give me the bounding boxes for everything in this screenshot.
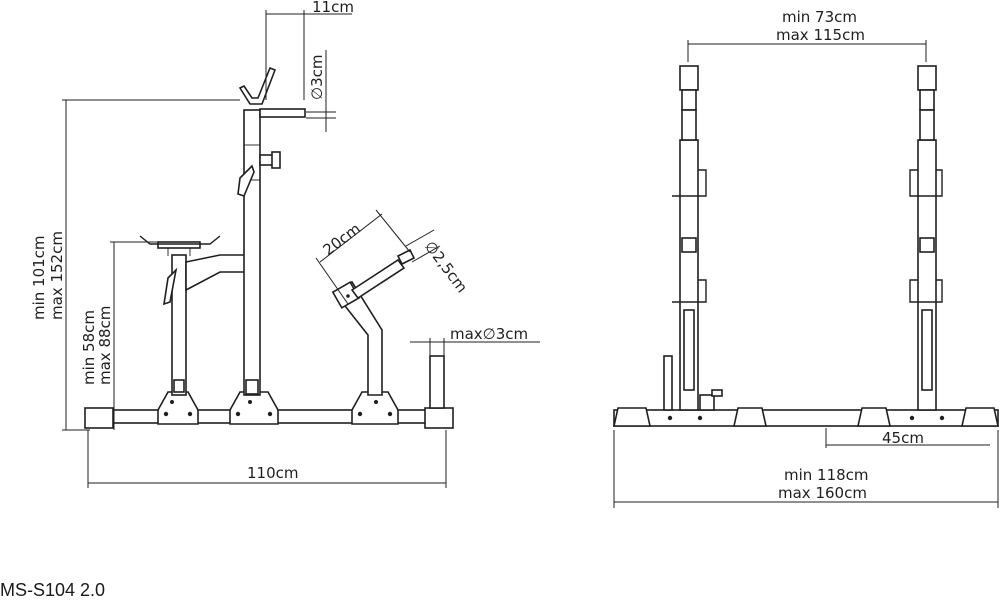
dim-peg-diameter: ∅3cm xyxy=(306,50,336,132)
dim-total-height: min 101cm max 152cm xyxy=(30,99,240,431)
dim-peg-diameter-label: ∅3cm xyxy=(308,55,326,100)
side-bracket-plate-holder xyxy=(351,391,399,425)
side-view: 11cm ∅3cm min 101cm max 152cm min 58cm m… xyxy=(30,0,540,488)
dim-front-width: min 73cm max 115cm xyxy=(687,8,927,62)
front-view: min 73cm max 115cm 45cm min 118cm max 16… xyxy=(613,8,999,508)
front-upright-left xyxy=(663,65,707,411)
dim-base-width-max-label: max 160cm xyxy=(778,484,867,502)
dim-rest-height-min-label: min 58cm xyxy=(80,310,98,385)
dim-width-min-label: min 73cm xyxy=(782,8,857,26)
dim-hook-depth-label: 11cm xyxy=(312,0,354,16)
dim-total-height-min-label: min 101cm xyxy=(30,235,48,320)
dim-rest-height: min 58cm max 88cm xyxy=(80,241,170,430)
side-rest-column xyxy=(139,235,246,396)
dim-total-height-max-label: max 152cm xyxy=(48,231,66,320)
dim-base-width-min-label: min 118cm xyxy=(784,466,869,484)
side-post xyxy=(429,355,445,409)
side-bracket-upright xyxy=(229,391,279,425)
dim-base-length: 110cm xyxy=(87,430,447,488)
dim-rest-height-max-label: max 88cm xyxy=(96,306,114,385)
side-upright xyxy=(237,66,306,396)
model-name: MS-S104 2.0 xyxy=(0,580,106,600)
dim-base-length-label: 110cm xyxy=(247,464,299,482)
dim-plate-holder-length-label: 20cm xyxy=(320,220,364,260)
dim-plate-holder-diameter: ∅2,5cm xyxy=(405,229,471,297)
dim-hook-depth: 11cm xyxy=(265,0,354,100)
front-upright-right xyxy=(909,65,943,411)
dim-foot-width-label: 45cm xyxy=(882,429,924,447)
dim-post-diameter: max∅3cm xyxy=(410,325,540,356)
dim-plate-holder-diameter-label: ∅2,5cm xyxy=(421,238,471,297)
side-plate-holder xyxy=(331,248,416,396)
dim-foot-width: 45cm xyxy=(825,428,990,448)
dim-post-diameter-label: max∅3cm xyxy=(450,325,528,343)
dim-base-width: min 118cm max 160cm xyxy=(613,430,999,508)
side-bracket-rest xyxy=(157,391,199,425)
dim-width-max-label: max 115cm xyxy=(776,26,865,44)
front-base xyxy=(613,389,999,427)
